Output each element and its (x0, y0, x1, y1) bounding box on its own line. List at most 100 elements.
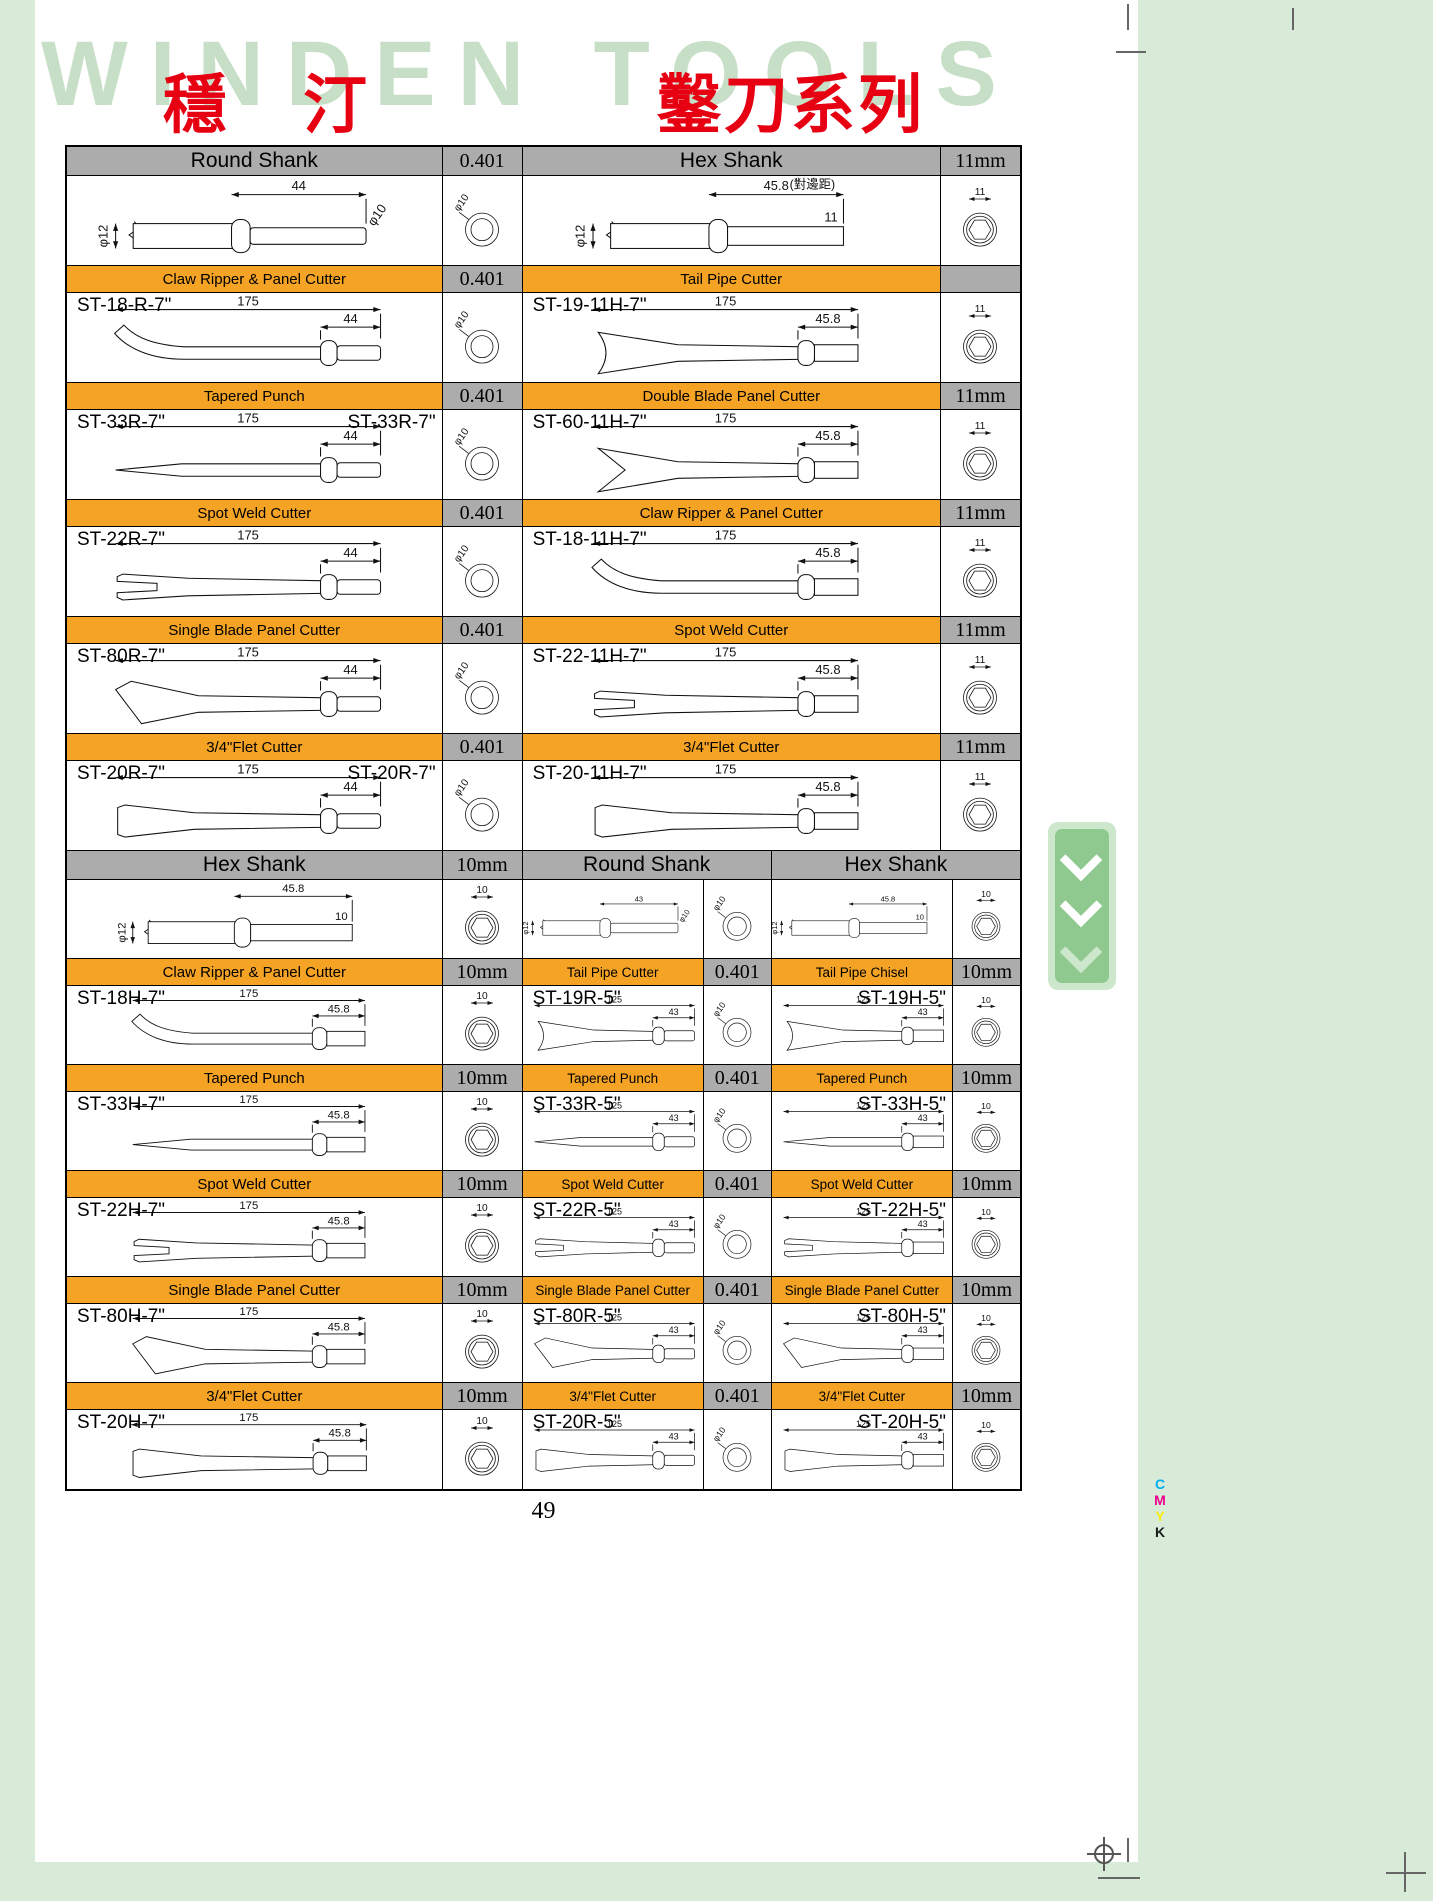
shank-size-spec: 10mm (441, 851, 522, 879)
shank-size-spec: 0.401 (441, 500, 522, 526)
svg-text:11: 11 (975, 421, 986, 432)
svg-text:125: 125 (856, 1419, 871, 1429)
shank-end-view-drawing: φ10 (452, 777, 499, 832)
shank-size-spec: 10mm (951, 1171, 1020, 1197)
shank-end-view: 11 (939, 410, 1020, 499)
shank-end-view-drawing: φ10 (711, 1106, 752, 1153)
svg-text:44: 44 (343, 311, 357, 326)
svg-text:φ10: φ10 (711, 1106, 728, 1124)
svg-text:44: 44 (343, 428, 357, 443)
shank-end-view: φ10 (441, 527, 522, 616)
svg-text:43: 43 (668, 1325, 678, 1335)
crop-mark (1292, 8, 1294, 30)
svg-text:175: 175 (714, 293, 736, 308)
shank-end-view-drawing: φ10 (452, 192, 499, 247)
svg-text:43: 43 (668, 1431, 678, 1441)
product-code: ST-20R-7" (77, 763, 166, 784)
shank-size-spec: 10mm (441, 1277, 522, 1303)
svg-text:44: 44 (343, 779, 357, 794)
svg-text:175: 175 (714, 527, 736, 542)
product-code: ST-20H-5" (857, 1412, 946, 1433)
svg-text:45.8: 45.8 (763, 178, 788, 193)
svg-text:φ10: φ10 (452, 426, 472, 447)
product-code: ST-19R-5" (532, 988, 621, 1009)
category-label: Single Blade Panel Cutter (67, 1277, 442, 1303)
shank-end-view-drawing: 10 (972, 1420, 1001, 1472)
shank-end-view: φ10 (441, 761, 522, 850)
product-code: ST-18-11H-7" (532, 529, 647, 550)
svg-text:43: 43 (917, 1431, 927, 1441)
category-label: 3/4"Flet Cutter (522, 734, 940, 760)
shank-size-spec: 11mm (939, 500, 1020, 526)
shank-end-view-drawing: 11 (963, 538, 998, 598)
product-code: ST-20-11H-7" (532, 763, 647, 784)
shank-end-view: φ10 (441, 644, 522, 733)
svg-text:45.8: 45.8 (328, 1321, 350, 1333)
shank-end-view: 10 (441, 1198, 522, 1276)
shank-size-spec: 0.401 (702, 959, 771, 985)
product-code: ST-33R-7" (347, 412, 436, 433)
shank-end-view-drawing: 10 (465, 885, 499, 945)
svg-text:10: 10 (476, 1416, 488, 1427)
svg-text:φ10: φ10 (711, 1000, 728, 1018)
product-code: ST-22H-7" (77, 1200, 166, 1221)
svg-text:125: 125 (607, 995, 622, 1005)
category-label: Spot Weld Cutter (522, 1171, 703, 1197)
svg-text:175: 175 (237, 293, 259, 308)
chevron-down-icon (1059, 884, 1103, 928)
svg-text:11: 11 (975, 187, 986, 198)
svg-text:45.8: 45.8 (329, 1428, 351, 1440)
product-code: ST-80R-5" (532, 1306, 621, 1327)
category-label: 3/4"Flet Cutter (67, 1383, 442, 1409)
product-code: ST-18H-7" (77, 988, 166, 1009)
shank-end-view-drawing: 10 (465, 1203, 499, 1263)
page-number: 49 (531, 1498, 556, 1524)
shank-end-view: φ10 (702, 880, 771, 958)
svg-text:φ10: φ10 (711, 1425, 728, 1443)
product-code: ST-33H-5" (857, 1094, 946, 1115)
svg-text:175: 175 (237, 527, 259, 542)
chisel-drawing: 125 43 (783, 1419, 944, 1472)
registration-mark (1087, 1837, 1121, 1871)
shank-end-view: 10 (951, 986, 1020, 1064)
category-label: Spot Weld Cutter (67, 1171, 442, 1197)
shank-size-spec: 10mm (951, 1065, 1020, 1091)
svg-text:10: 10 (982, 1101, 992, 1111)
shank-end-view: φ10 (441, 410, 522, 499)
svg-text:43: 43 (668, 1219, 678, 1229)
column-header: Hex Shank (679, 149, 783, 172)
